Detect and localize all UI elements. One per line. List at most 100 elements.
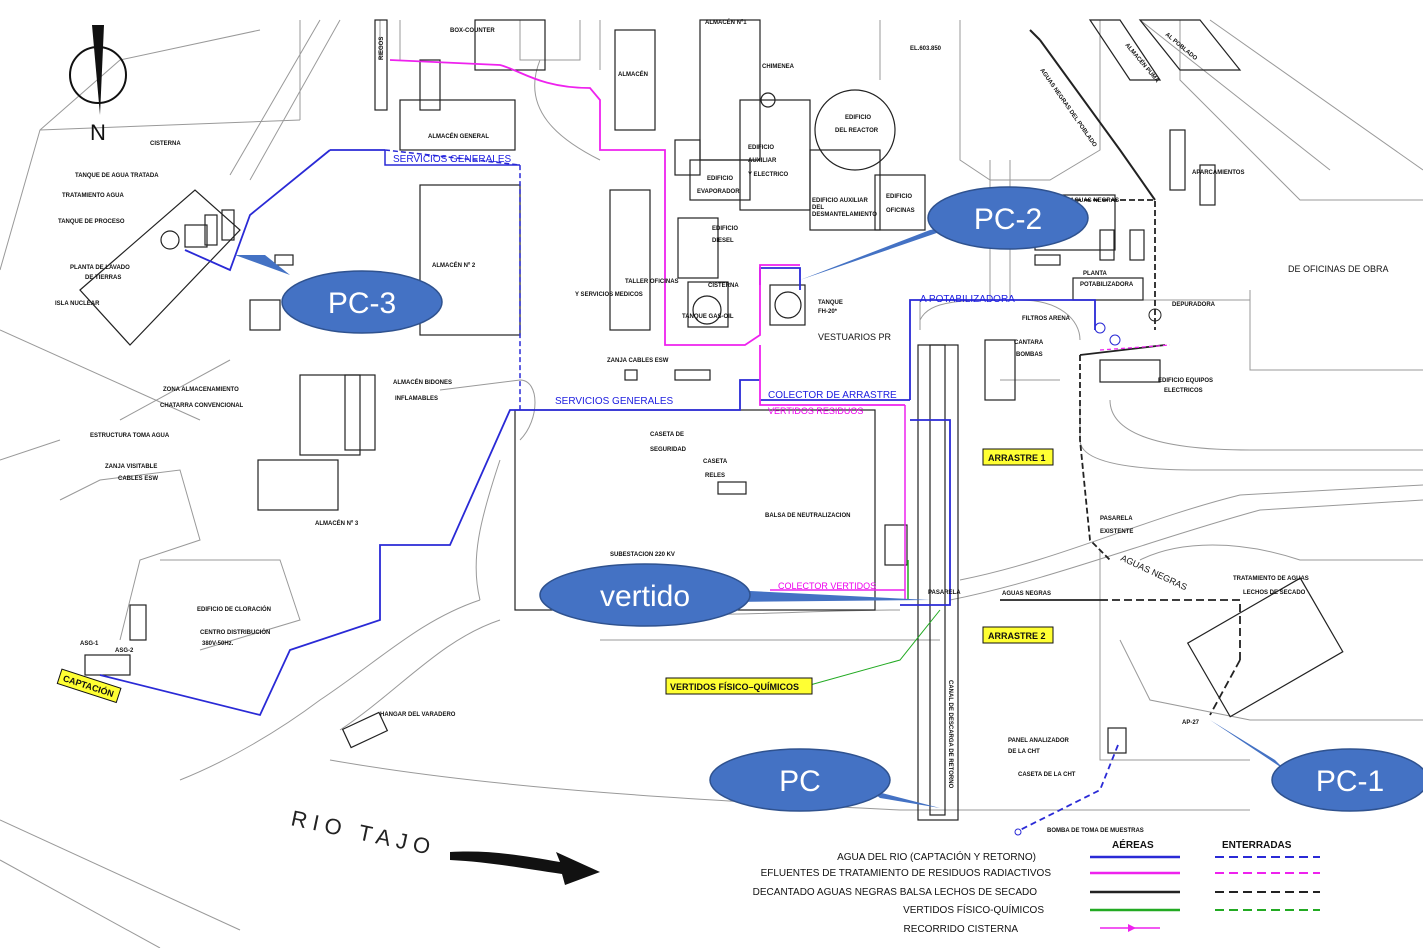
taller-label-2: Y SERVICIOS MEDICOS <box>575 292 643 298</box>
al-poblado-label: AL POBLADO <box>1164 32 1198 62</box>
riegos-label: RIEGOS <box>379 37 385 60</box>
riegos-tank <box>374 19 388 111</box>
almacen-general-building <box>399 99 516 151</box>
isla-nuclear-label: ISLA NUCLEAR <box>55 301 100 307</box>
legend-col-aereas: AÉREAS <box>1112 838 1154 851</box>
asg2-label: ASG-2 <box>115 648 134 654</box>
callout-pc-label: PC <box>779 765 821 798</box>
caseta-reles-label: CASETA <box>703 459 728 465</box>
planta-lavado-label-2: DE TIERRAS <box>85 275 121 281</box>
buildings <box>79 19 1344 821</box>
cantara-label: CANTARA <box>1014 340 1044 346</box>
edificio-desmantelamiento-label-3: DESMANTELAMIENTO <box>812 212 877 218</box>
panel-analizador <box>1107 727 1127 754</box>
colector-arrastre-label: COLECTOR DE ARRASTRE <box>768 390 897 401</box>
almacen-label: ALMACÉN <box>618 70 648 78</box>
legend-col-enterradas: ENTERRADAS <box>1222 840 1292 851</box>
tanque-fh-label-2: FH-20* <box>818 309 838 315</box>
taller-label: TALLER OFICINAS <box>625 279 679 285</box>
callout-pc: PC <box>709 748 891 812</box>
edificio-reactor <box>814 89 896 171</box>
svg-text:ARRASTRE 2: ARRASTRE 2 <box>988 631 1046 641</box>
callout-pc1: PC-1 <box>1271 748 1423 812</box>
balsa-label: BALSA DE NEUTRALIZACION <box>765 513 850 519</box>
edificio-oficinas <box>874 174 926 231</box>
centro-distribucion-label: CENTRO DISTRIBUCIÓN <box>200 628 270 636</box>
edificio-oficinas-label-2: OFICINAS <box>886 208 915 214</box>
callout-pc3-label: PC-3 <box>328 287 396 320</box>
legend: AÉREAS ENTERRADAS AGUA DEL RIO (CAPTACIÓ… <box>753 838 1320 935</box>
depuradora-label: DEPURADORA <box>1172 302 1216 308</box>
edificio-evaporador-label: EDIFICIO <box>707 176 733 182</box>
callout-pc2: PC-2 <box>927 186 1089 250</box>
vestuarios-label: VESTUARIOS PR <box>818 332 892 342</box>
almacen-general-label: ALMACÉN GENERAL <box>428 132 489 140</box>
zona-almacenamiento <box>299 374 361 456</box>
box-counter-label: BOX-COUNTER <box>450 28 495 34</box>
colector-vertidos-label: COLECTOR VERTIDOS <box>778 581 876 591</box>
cisterna-label-2: CISTERNA <box>708 283 739 289</box>
cables-esw-label: CABLES ESW <box>118 476 158 482</box>
a-potabilizadora-label: A POTABILIZADORA <box>920 294 1015 305</box>
chimenea <box>760 92 776 108</box>
edificio-diesel <box>677 217 719 279</box>
tratamiento-agua-label: TRATAMIENTO AGUA <box>62 193 124 199</box>
planta-potabilizadora <box>1072 277 1144 301</box>
edificio-reactor-label: EDIFICIO <box>845 115 871 121</box>
tanque-gasoil-label: TANQUE GAS-OIL <box>682 314 734 320</box>
pasarela-existente-label: PASARELA <box>1100 516 1133 522</box>
legend-row-4-label: VERTIDOS FÍSICO-QUÍMICOS <box>903 903 1044 916</box>
zanja-cables-label: ZANJA CABLES ESW <box>607 358 669 364</box>
taller-building <box>609 189 651 331</box>
el-label: EL.603.850 <box>910 46 942 52</box>
aparcamientos-label: APARCAMIENTOS <box>1192 170 1244 176</box>
servicios-generales-label: SERVICIOS GENERALES <box>393 154 512 165</box>
tag-captacion: CAPTACIÓN <box>56 668 122 704</box>
almacen-building <box>614 29 656 131</box>
chimenea-label: CHIMENEA <box>762 64 795 70</box>
edificio-cloracion <box>129 604 147 641</box>
callout-pc1-label: PC-1 <box>1316 765 1384 798</box>
north-arrow: N <box>69 25 127 145</box>
tag-vertidos-fq: VERTIDOS FÍSICO–QUÍMICOS <box>665 677 813 695</box>
callout-vertido: vertido <box>539 563 751 627</box>
legend-row-2-label: EFLUENTES DE TRATAMIENTO DE RESIDUOS RAD… <box>761 868 1052 879</box>
almacen-puma <box>1088 19 1162 81</box>
site-labels: BOX-COUNTER ALMACÉN Nº1 EL.603.850 ALMAC… <box>55 18 1389 834</box>
edificio-desmantelamiento-label: EDIFICIO AUXILIAR <box>812 198 868 204</box>
north-arrow-needle <box>92 25 104 115</box>
zanja-visitable-label: ZANJA VISITABLE <box>105 464 157 470</box>
zona-almacenamiento-label: ZONA ALMACENAMIENTO <box>163 387 239 393</box>
caseta-seguridad-label: CASETA DE <box>650 432 684 438</box>
edificio-diesel-label: EDIFICIO <box>712 226 738 232</box>
edificio-auxiliar-label: EDIFICIO <box>748 145 774 151</box>
callout-vertido-label: vertido <box>600 580 690 613</box>
edificio-evaporador <box>689 159 751 201</box>
edificio-equipos <box>1099 359 1161 383</box>
almacen-bidones-label-2: INFLAMABLES <box>395 396 438 402</box>
canal-label: CANAL DE DESCARGA DE RETORNO <box>947 680 953 789</box>
callout-leaders <box>235 225 1285 808</box>
tratamiento-aguas-label-2: LECHOS DE SECADO <box>1243 590 1306 596</box>
edificio-evaporador-label-2: EVAPORADOR <box>697 189 740 195</box>
almacen-bidones-label: ALMACÉN BIDONES <box>393 378 452 386</box>
aguas-negras-label-3: AGUAS NEGRAS <box>1119 553 1189 593</box>
edificio-reactor-label-2: DEL REACTOR <box>835 128 879 134</box>
panel-analizador-label-2: DE LA CHT <box>1008 749 1040 755</box>
svg-text:ARRASTRE 1: ARRASTRE 1 <box>988 453 1046 463</box>
svg-text:VERTIDOS FÍSICO–QUÍMICOS: VERTIDOS FÍSICO–QUÍMICOS <box>670 682 799 692</box>
caseta-cht-label: CASETA DE LA CHT <box>1018 772 1076 778</box>
tratamiento-aguas-label: TRATAMIENTO DE AGUAS <box>1233 576 1309 582</box>
almacen-n3-building <box>257 459 339 511</box>
hangar-label: HANGAR DEL VARADERO <box>380 712 456 718</box>
aguas-negras-label-2: AGUAS NEGRAS <box>1070 198 1119 204</box>
almacen-bidones <box>344 374 376 451</box>
hangar-varadero <box>341 711 389 749</box>
almacen-n1-building <box>699 19 761 161</box>
almacen-n2-building <box>419 184 521 336</box>
tag-arrastre1: ARRASTRE 1 <box>982 448 1054 466</box>
callout-pc2-label: PC-2 <box>974 203 1042 236</box>
estructura-toma-label: ESTRUCTURA TOMA AGUA <box>90 433 170 439</box>
edificio-auxiliar-label-3: Y ELECTRICO <box>748 172 789 178</box>
